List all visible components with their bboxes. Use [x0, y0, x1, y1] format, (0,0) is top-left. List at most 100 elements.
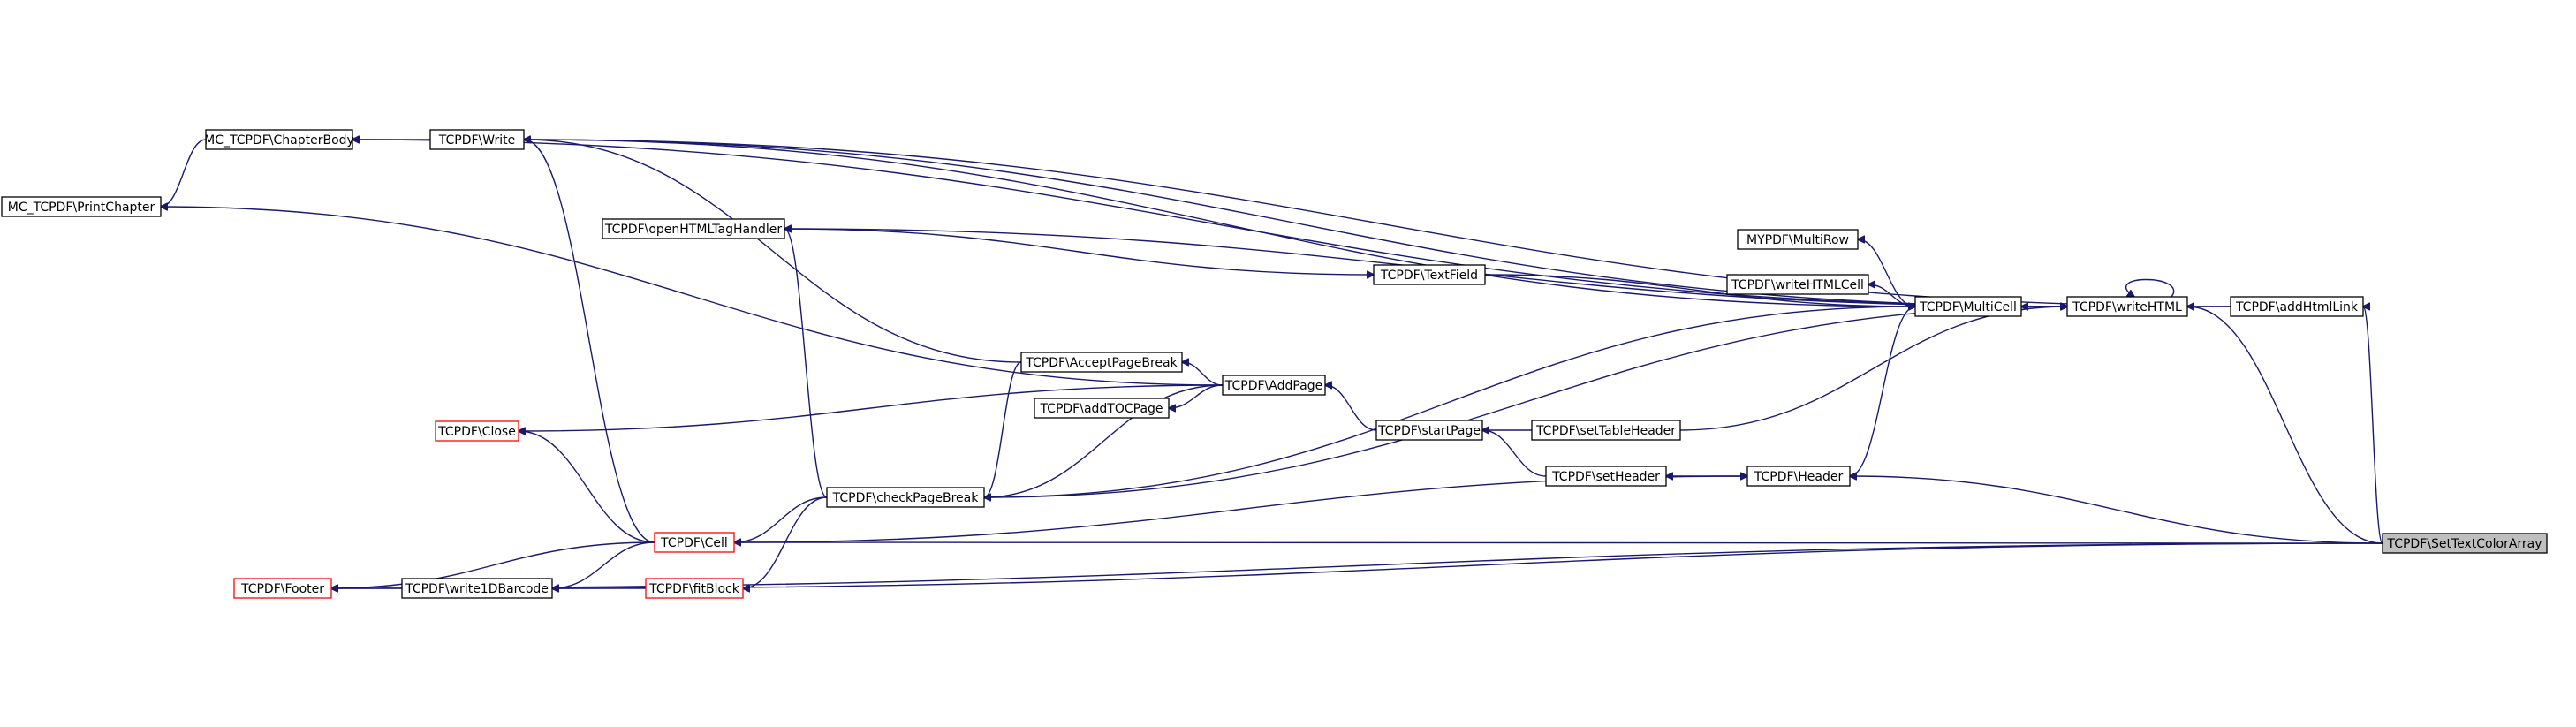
- edge-openHTMLTagHandler-checkPageBreak: [784, 229, 828, 498]
- edge-writeHTML-setTableHeader: [1679, 307, 2067, 431]
- node-label: TCPDF\writeHTML: [2072, 300, 2182, 314]
- node-addTOCPage[interactable]: TCPDF\addTOCPage: [1034, 398, 1170, 419]
- node-label: TCPDF\Header: [1754, 470, 1844, 484]
- node-box[interactable]: [826, 487, 985, 508]
- node-startPage[interactable]: TCPDF\startPage: [1375, 420, 1483, 441]
- edge-MultiCell-Write: [523, 139, 1915, 307]
- node-AcceptPageBreak[interactable]: TCPDF\AcceptPageBreak: [1020, 352, 1183, 373]
- node-label: TCPDF\SetTextColorArray: [2386, 537, 2542, 551]
- graph-edges: [161, 140, 2383, 588]
- node-label: TCPDF\setHeader: [1551, 470, 1660, 484]
- node-label: TCPDF\Close: [437, 425, 516, 439]
- edge-writeHTML-SetTextColorArray: [2187, 307, 2383, 544]
- edge-startPage-setHeader: [1482, 430, 1547, 477]
- node-box[interactable]: [2230, 296, 2364, 317]
- edge-Close-AddPage: [519, 384, 1224, 431]
- node-setTableHeader[interactable]: TCPDF\setTableHeader: [1531, 420, 1681, 441]
- node-box[interactable]: [401, 578, 553, 599]
- edge-Header-MultiCell: [1850, 306, 1916, 476]
- node-box[interactable]: [2382, 533, 2548, 554]
- edge-checkPageBreak-AddPage: [984, 384, 1224, 497]
- node-Footer[interactable]: TCPDF\Footer: [233, 578, 332, 599]
- edge-MultiCell-TextField: [1484, 274, 1915, 307]
- node-MultiCell[interactable]: TCPDF\MultiCell: [1914, 296, 2022, 317]
- node-MultiRow[interactable]: MYPDF\MultiRow: [1737, 229, 1859, 250]
- edge-Write-AcceptPageBreak: [524, 140, 1022, 363]
- node-Write[interactable]: TCPDF\Write: [429, 129, 525, 150]
- edge-addHtmlLink-SetTextColorArray: [2363, 307, 2383, 544]
- edge-checkPageBreak-AcceptPageBreak: [984, 361, 1022, 497]
- node-label: TCPDF\TextField: [1380, 269, 1478, 283]
- node-label: TCPDF\AcceptPageBreak: [1025, 356, 1178, 370]
- node-label: MYPDF\MultiRow: [1746, 233, 1849, 247]
- node-label: TCPDF\checkPageBreak: [832, 491, 980, 505]
- node-label: MC_TCPDF\PrintChapter: [8, 201, 155, 215]
- node-PrintChapter[interactable]: MC_TCPDF\PrintChapter: [1, 196, 162, 217]
- edge-Header-SetTextColorArray: [1850, 476, 2383, 544]
- node-label: MC_TCPDF\ChapterBody: [204, 133, 354, 148]
- node-fitBlock[interactable]: TCPDF\fitBlock: [645, 578, 744, 599]
- node-box[interactable]: [1020, 352, 1183, 373]
- edge-writeHTML-Write: [523, 139, 2067, 307]
- node-box[interactable]: [1726, 274, 1869, 295]
- edge-Footer-SetTextColorArray: [331, 542, 2383, 588]
- node-box[interactable]: [205, 129, 353, 150]
- node-box[interactable]: [1034, 398, 1170, 419]
- node-box[interactable]: [1373, 264, 1486, 285]
- node-box[interactable]: [1222, 375, 1326, 396]
- edge-Cell-SetTextColorArray: [734, 542, 2383, 543]
- node-openHTMLTagHandler[interactable]: TCPDF\openHTMLTagHandler: [602, 218, 785, 239]
- node-box[interactable]: [1, 196, 162, 217]
- node-box[interactable]: [654, 532, 735, 553]
- node-Cell[interactable]: TCPDF\Cell: [654, 532, 735, 553]
- node-box[interactable]: [429, 129, 525, 150]
- node-box[interactable]: [645, 578, 744, 599]
- node-box[interactable]: [1746, 466, 1851, 487]
- node-Close[interactable]: TCPDF\Close: [435, 420, 519, 442]
- edge-Write-addHtmlLink: [524, 140, 2231, 307]
- node-SetTextColorArray[interactable]: TCPDF\SetTextColorArray: [2382, 533, 2548, 554]
- node-label: TCPDF\MultiCell: [1919, 300, 2017, 314]
- node-box[interactable]: [1737, 229, 1859, 250]
- node-label: TCPDF\fitBlock: [648, 582, 740, 596]
- edge-write1DBarcode-Cell: [552, 541, 655, 588]
- edge-AddPage-startPage: [1325, 385, 1377, 431]
- node-addHtmlLink[interactable]: TCPDF\addHtmlLink: [2230, 296, 2364, 317]
- edge-Footer-Cell: [331, 541, 655, 588]
- edge-MultiCell-checkPageBreak: [983, 307, 1915, 498]
- node-box[interactable]: [1545, 466, 1667, 487]
- node-box[interactable]: [2066, 296, 2188, 317]
- node-label: TCPDF\addHtmlLink: [2235, 300, 2359, 314]
- edge-ChapterBody-writeHTML: [352, 140, 2068, 307]
- edge-Close-Cell: [519, 431, 655, 543]
- node-box[interactable]: [435, 420, 519, 442]
- edge-Write-Cell: [524, 140, 655, 543]
- node-label: TCPDF\Write: [438, 133, 515, 148]
- edge-MultiRow-MultiCell: [1858, 239, 1916, 307]
- node-box[interactable]: [602, 218, 785, 239]
- node-box[interactable]: [233, 578, 332, 599]
- node-box[interactable]: [1914, 296, 2022, 317]
- node-box[interactable]: [1375, 420, 1483, 441]
- node-label: TCPDF\writeHTMLCell: [1731, 278, 1864, 292]
- node-TextField[interactable]: TCPDF\TextField: [1373, 264, 1486, 285]
- node-ChapterBody[interactable]: MC_TCPDF\ChapterBody: [204, 129, 354, 150]
- edge-write1DBarcode-SetTextColorArray: [552, 542, 2383, 588]
- node-writeHTMLCell[interactable]: TCPDF\writeHTMLCell: [1726, 274, 1869, 295]
- edge-TextField-openHTMLTagHandler: [784, 228, 1374, 275]
- node-box[interactable]: [1531, 420, 1681, 441]
- node-checkPageBreak[interactable]: TCPDF\checkPageBreak: [826, 487, 985, 508]
- graph-nodes: TCPDF\SetTextColorArray TCPDF\addHtmlLink…: [1, 129, 2548, 599]
- node-write1DBarcode[interactable]: TCPDF\write1DBarcode: [401, 578, 553, 599]
- node-setHeader[interactable]: TCPDF\setHeader: [1545, 466, 1667, 487]
- node-label: TCPDF\openHTMLTagHandler: [604, 223, 783, 237]
- node-label: TCPDF\write1DBarcode: [405, 582, 549, 596]
- node-label: TCPDF\startPage: [1377, 424, 1481, 438]
- edge-addTOCPage-AddPage: [1169, 384, 1224, 408]
- edge-AcceptPageBreak-AddPage: [1182, 362, 1224, 386]
- node-AddPage[interactable]: TCPDF\AddPage: [1222, 375, 1326, 396]
- node-label: TCPDF\AddPage: [1224, 379, 1323, 393]
- node-writeHTML[interactable]: TCPDF\writeHTML: [2066, 296, 2188, 317]
- node-Header[interactable]: TCPDF\Header: [1746, 466, 1851, 487]
